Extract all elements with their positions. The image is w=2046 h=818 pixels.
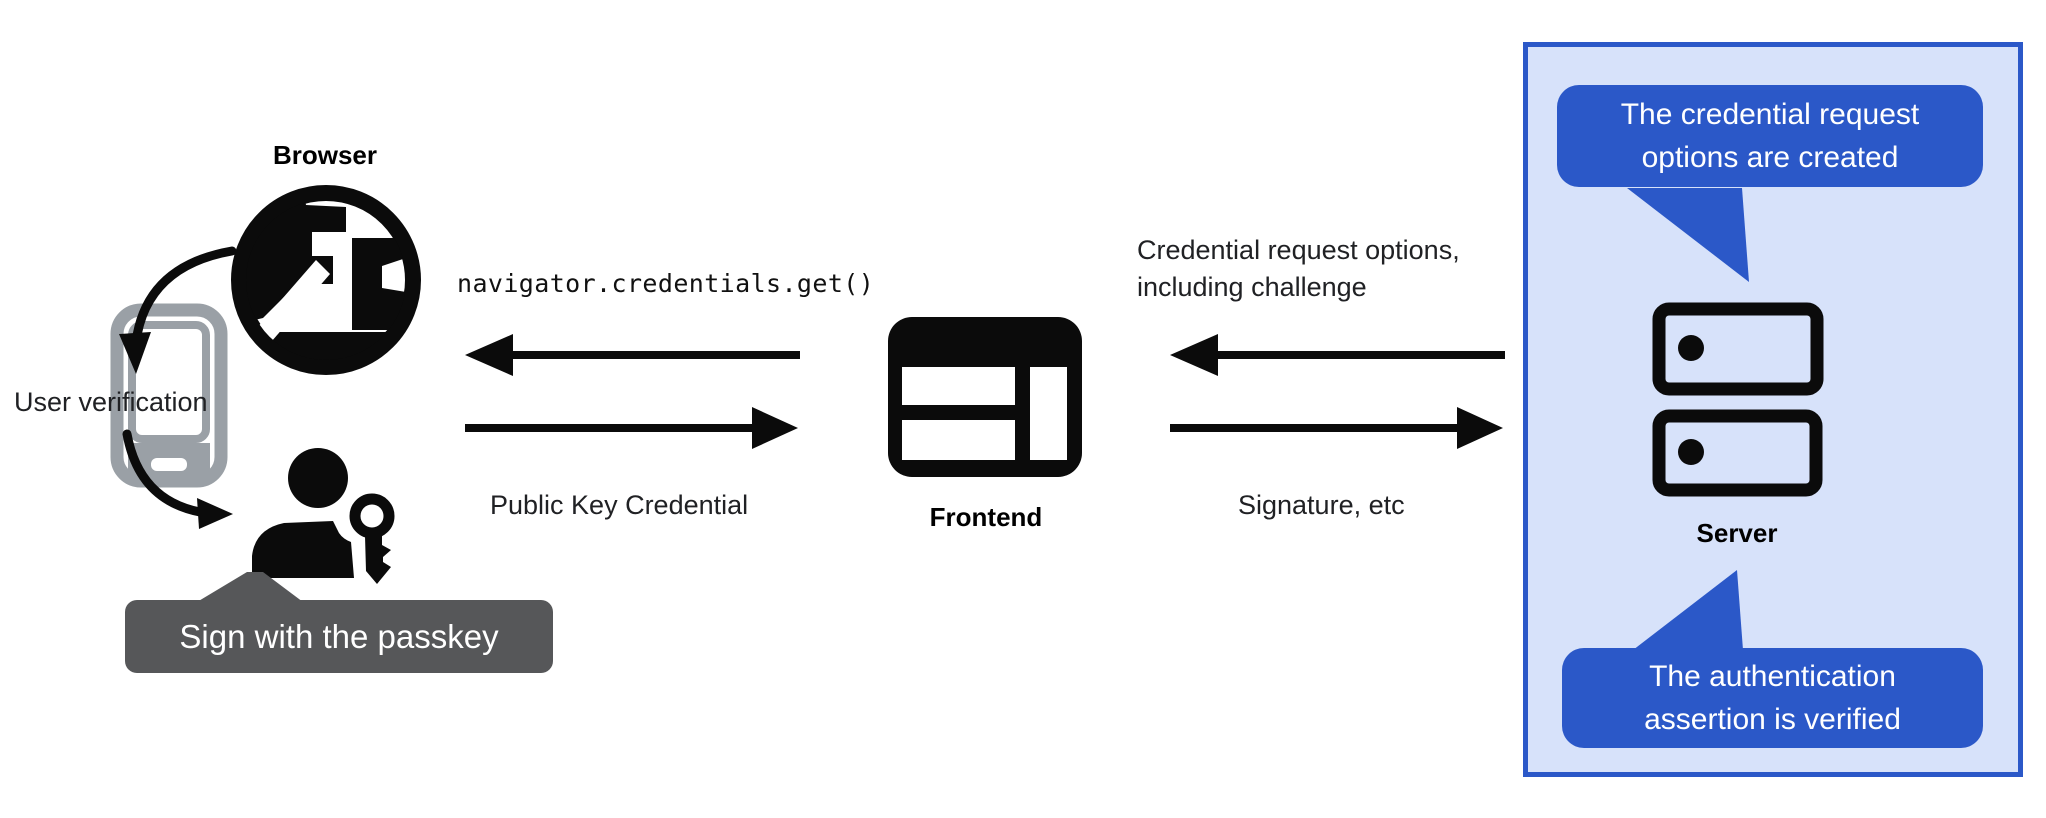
credential-request-options-line1: Credential request options, bbox=[1137, 235, 1460, 265]
globe-icon bbox=[231, 185, 421, 375]
server-label: Server bbox=[1696, 518, 1778, 548]
public-key-credential-label: Public Key Credential bbox=[490, 490, 749, 520]
arrow-server-to-frontend bbox=[1170, 334, 1505, 376]
arrow-browser-to-frontend bbox=[465, 407, 798, 449]
frontend-label: Frontend bbox=[929, 502, 1043, 532]
credentials-get-call-label: navigator.credentials.get() bbox=[457, 269, 875, 298]
callout-credential-request-created: The credential request options are creat… bbox=[1557, 85, 1983, 187]
callout-top-line1: The credential request bbox=[1620, 98, 1920, 131]
tooltip-pointer bbox=[197, 572, 303, 602]
callout-top-line2: options are created bbox=[1641, 141, 1899, 174]
passkey-user-icon bbox=[252, 448, 354, 578]
callout-bottom-line2: assertion is verified bbox=[1644, 703, 1901, 736]
signature-label: Signature, etc bbox=[1238, 490, 1405, 520]
browser-label: Browser bbox=[272, 140, 378, 170]
callout-assertion-verified: The authentication assertion is verified bbox=[1562, 648, 1983, 748]
credential-request-options-label: Credential request options, including ch… bbox=[1137, 232, 1460, 306]
callout-bottom-line1: The authentication bbox=[1649, 660, 1896, 693]
curved-arrow-phone-to-user bbox=[122, 429, 233, 529]
arrow-frontend-to-browser bbox=[465, 334, 800, 376]
arrow-frontend-to-server bbox=[1170, 407, 1503, 449]
tooltip-text: Sign with the passkey bbox=[179, 617, 499, 655]
key-icon bbox=[349, 493, 395, 584]
credential-request-options-line2: including challenge bbox=[1137, 272, 1367, 302]
sign-with-passkey-tooltip: Sign with the passkey bbox=[125, 600, 553, 673]
frontend-window-icon bbox=[888, 317, 1082, 477]
user-verification-label: User verification bbox=[14, 387, 208, 417]
curved-arrow-globe-to-phone bbox=[119, 246, 237, 374]
